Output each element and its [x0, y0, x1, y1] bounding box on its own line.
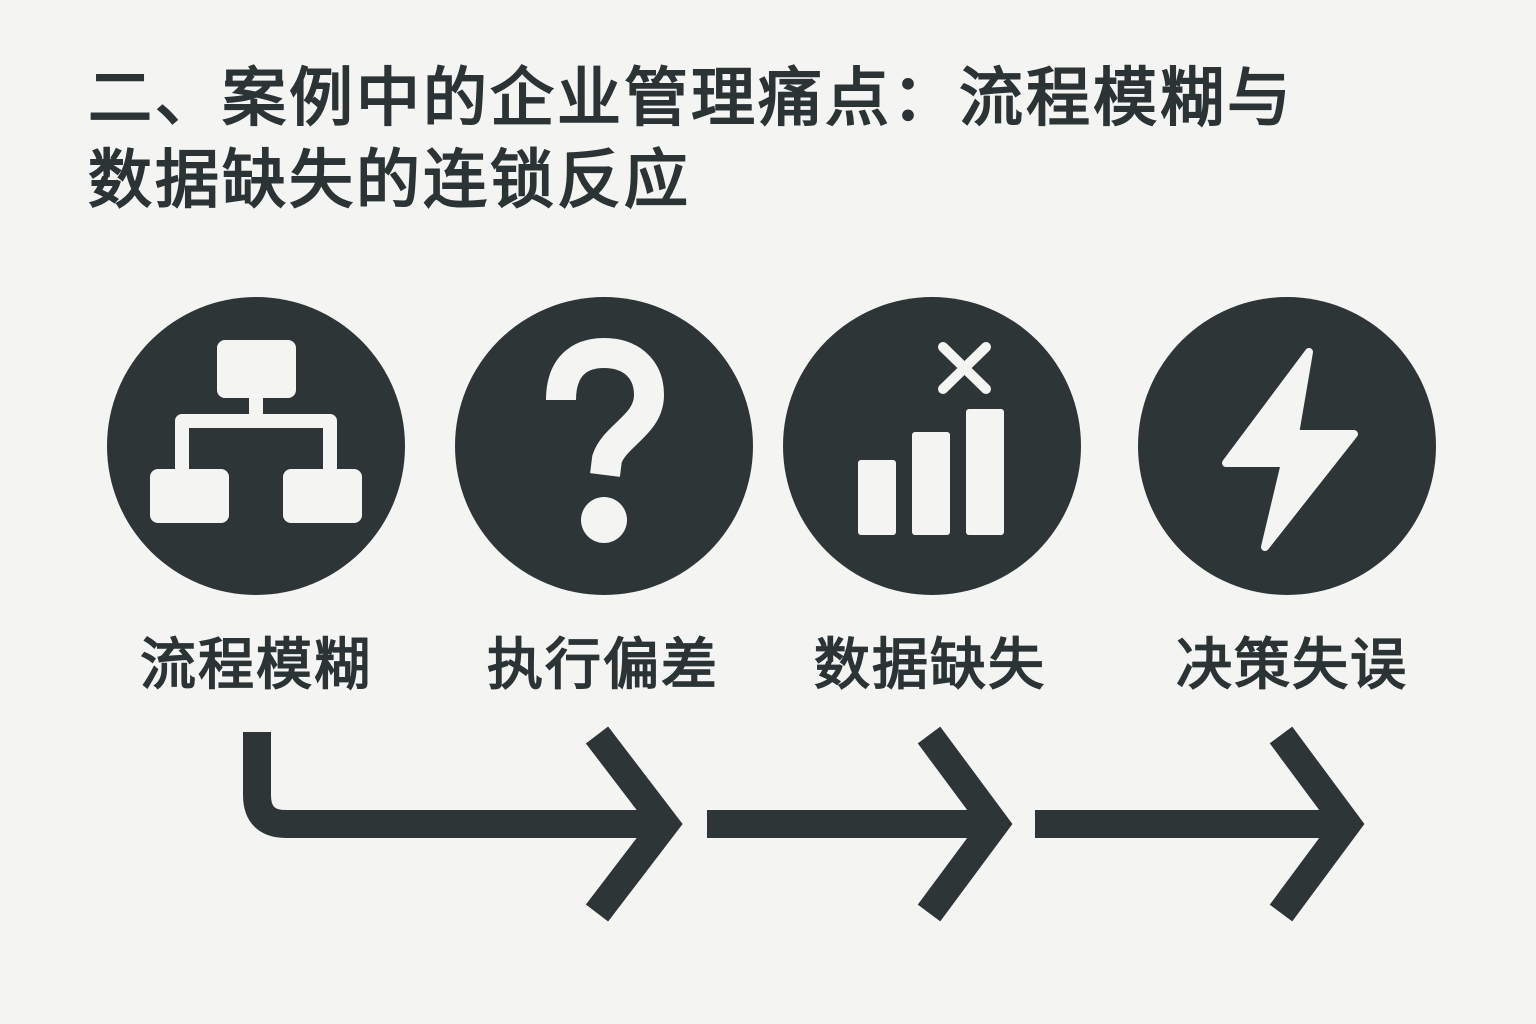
question-mark-icon: [546, 337, 665, 543]
title-line-1: 二、案例中的企业管理痛点：流程模糊与: [88, 62, 1294, 136]
flowchart-icon: [150, 340, 362, 523]
step-3-circle: [783, 297, 1081, 595]
page-title: 二、案例中的企业管理痛点：流程模糊与 数据缺失的连锁反应: [88, 58, 1348, 222]
step-1-circle: [107, 297, 405, 595]
step-4-label: 决策失误: [1176, 633, 1408, 698]
bar-2: [912, 432, 950, 535]
bar-3: [966, 409, 1004, 535]
bar-chart-error-icon: [858, 342, 1004, 535]
lightning-bolt-icon: [1222, 348, 1358, 551]
step-4-circle: [1138, 297, 1436, 595]
step-2-circle: [455, 297, 753, 595]
arrow-3-head: [1269, 726, 1365, 922]
bar-1: [858, 460, 896, 535]
step-2-label: 执行偏差: [487, 633, 719, 698]
step-3-label: 数据缺失: [814, 633, 1046, 698]
x-mark-icon: [938, 342, 991, 394]
arrow-2-head: [917, 726, 1013, 922]
arrow-1-head: [585, 726, 683, 922]
step-1-label: 流程模糊: [140, 633, 372, 698]
title-line-2: 数据缺失的连锁反应: [88, 144, 691, 218]
arrow-1-shaft: [243, 732, 668, 838]
